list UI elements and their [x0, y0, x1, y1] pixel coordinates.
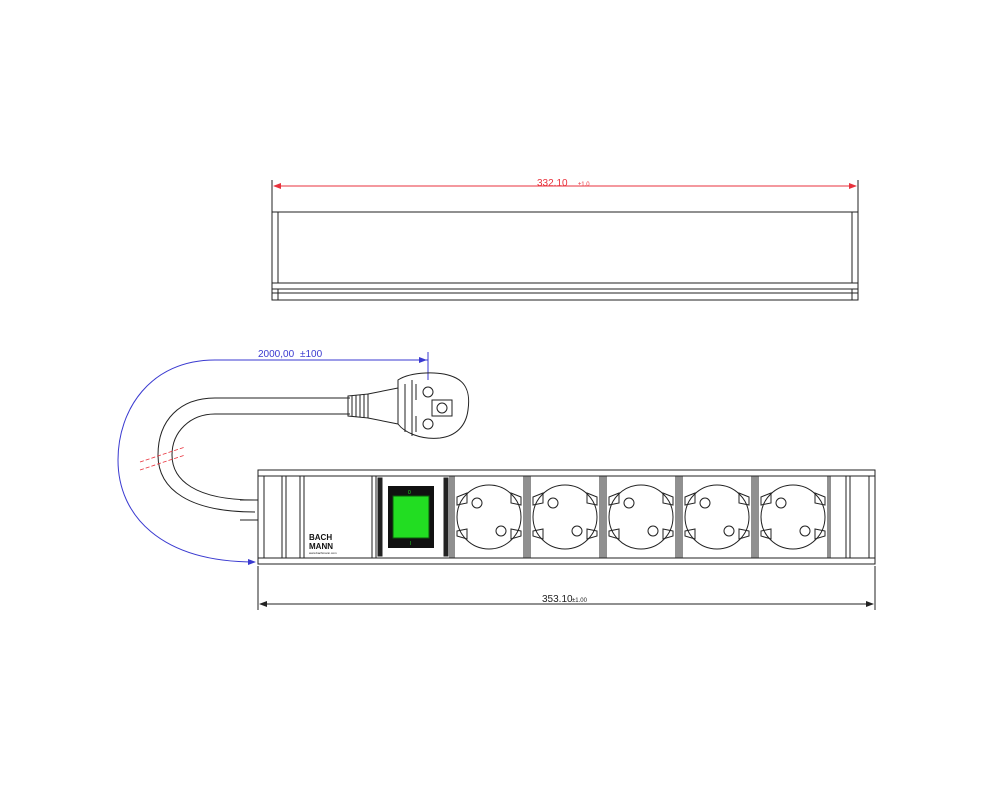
socket-pin-hole	[723, 525, 735, 537]
power-switch: 0 I	[388, 486, 434, 548]
socket-pin-hole	[547, 497, 559, 509]
power-cable	[157, 397, 350, 521]
cable-length-value: 2000,00	[258, 349, 295, 360]
bachmann-logo: BACH MANN www.bachmann.com	[309, 533, 337, 555]
socket-pin-hole	[623, 497, 635, 509]
cable-break-marks	[139, 446, 186, 471]
power-strip-body	[257, 469, 876, 565]
socket-face	[684, 484, 750, 550]
top-profile-view	[271, 180, 859, 301]
sockets-group	[451, 475, 831, 559]
socket-face	[456, 484, 522, 550]
bottom-length-dimension: 353.10 ±1.00	[257, 566, 876, 610]
socket-face	[608, 484, 674, 550]
cable-length-dimension: 2000,00 ±100	[117, 349, 429, 565]
logo-line-2: MANN	[309, 542, 333, 551]
socket-pin-hole	[495, 525, 507, 537]
schuko-plug	[347, 372, 470, 439]
socket-pin-hole	[647, 525, 659, 537]
top-length-tolerance: ±1.0	[578, 182, 590, 188]
cable-length-tolerance: ±100	[300, 349, 323, 360]
top-length-dimension: 332.10 ±1.0	[273, 178, 857, 189]
bottom-length-tolerance: ±1.00	[572, 598, 588, 604]
switch-top-mark: 0	[408, 490, 411, 496]
logo-url: www.bachmann.com	[309, 551, 337, 555]
socket-face	[760, 484, 826, 550]
socket-pin-hole	[571, 525, 583, 537]
socket-module	[679, 475, 755, 559]
socket-face	[532, 484, 598, 550]
socket-module	[755, 475, 831, 559]
logo-line-1: BACH	[309, 533, 332, 542]
top-length-value: 332.10	[537, 178, 568, 189]
socket-module	[603, 475, 679, 559]
socket-module	[527, 475, 603, 559]
socket-module	[451, 475, 527, 559]
switch-bottom-mark: I	[410, 541, 411, 547]
bottom-length-value: 353.10	[542, 594, 573, 605]
socket-pin-hole	[799, 525, 811, 537]
socket-pin-hole	[775, 497, 787, 509]
socket-pin-hole	[699, 497, 711, 509]
socket-pin-hole	[471, 497, 483, 509]
switch-rocker	[392, 495, 430, 539]
